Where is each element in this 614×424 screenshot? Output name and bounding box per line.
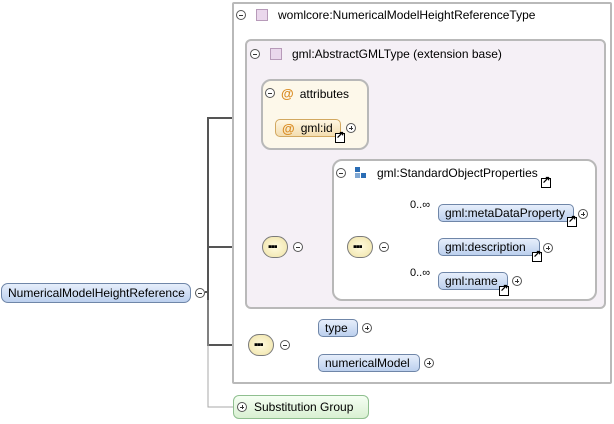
- element-numericalmodel[interactable]: numericalModel: [318, 354, 420, 372]
- sequence-compositor-icon: ▪▪▪: [262, 236, 288, 258]
- complex-type-collapse-icon[interactable]: [236, 10, 246, 20]
- element-type[interactable]: type: [318, 319, 358, 337]
- complex-type-header: womlcore:NumericalModelHeightReferenceTy…: [256, 8, 535, 22]
- expand-icon[interactable]: [512, 276, 522, 286]
- root-collapse-icon[interactable]: [195, 288, 205, 298]
- attributes-label: attributes: [299, 86, 350, 101]
- element-gml-metadataproperty[interactable]: gml:metaDataProperty: [438, 204, 574, 222]
- link-arrow-icon: [335, 130, 345, 143]
- link-arrow-icon: [532, 249, 542, 262]
- element-label: type: [325, 321, 348, 335]
- occurrence-label: 0..∞: [410, 199, 431, 211]
- expand-icon[interactable]: [362, 323, 372, 333]
- group-icon: [355, 167, 367, 179]
- substitution-group[interactable]: Substitution Group: [233, 395, 369, 419]
- extension-header: gml:AbstractGMLType (extension base): [270, 47, 502, 61]
- element-gml-name[interactable]: gml:name: [438, 272, 508, 290]
- element-label: gml:description: [445, 240, 526, 254]
- attribute-gml-id[interactable]: @ gml:id: [275, 119, 341, 137]
- attributes-box: [261, 79, 369, 150]
- element-label: gml:metaDataProperty: [445, 206, 566, 220]
- substitution-expand-icon[interactable]: [237, 402, 247, 412]
- group-collapse-icon[interactable]: [336, 168, 346, 178]
- attributes-collapse-icon[interactable]: [265, 88, 275, 98]
- link-arrow-icon: [499, 283, 509, 296]
- link-arrow-icon: [541, 175, 551, 188]
- expand-icon[interactable]: [346, 123, 356, 133]
- sequence-collapse-icon[interactable]: [293, 242, 303, 252]
- complex-type-icon: [256, 9, 268, 21]
- expand-icon[interactable]: [578, 209, 588, 219]
- expand-icon[interactable]: [543, 243, 553, 253]
- attribute-label: gml:id: [300, 121, 333, 135]
- attributes-header: @ attributes: [281, 86, 349, 101]
- sequence-compositor-icon: ▪▪▪: [347, 236, 373, 258]
- attribute-at-icon: @: [282, 120, 295, 136]
- sequence-collapse-icon[interactable]: [379, 242, 389, 252]
- occurrence-label: 0..∞: [410, 267, 431, 279]
- extension-collapse-icon[interactable]: [250, 49, 260, 59]
- sequence-collapse-icon[interactable]: [280, 340, 290, 350]
- extension-type-icon: [270, 48, 282, 60]
- sequence-compositor-icon: ▪▪▪: [248, 334, 274, 356]
- substitution-group-label: Substitution Group: [254, 400, 354, 414]
- element-gml-description[interactable]: gml:description: [438, 238, 540, 256]
- root-element[interactable]: NumericalModelHeightReference: [1, 283, 191, 303]
- element-label: gml:name: [445, 274, 498, 288]
- attribute-at-icon: @: [281, 86, 294, 101]
- extension-label: gml:AbstractGMLType (extension base): [292, 47, 502, 61]
- link-arrow-icon: [567, 214, 577, 227]
- root-element-label: NumericalModelHeightReference: [8, 286, 185, 300]
- expand-icon[interactable]: [424, 358, 434, 368]
- complex-type-label: womlcore:NumericalModelHeightReferenceTy…: [278, 8, 536, 22]
- element-label: numericalModel: [325, 356, 410, 370]
- group-label: gml:StandardObjectProperties: [377, 166, 538, 180]
- group-header: gml:StandardObjectProperties: [355, 166, 538, 180]
